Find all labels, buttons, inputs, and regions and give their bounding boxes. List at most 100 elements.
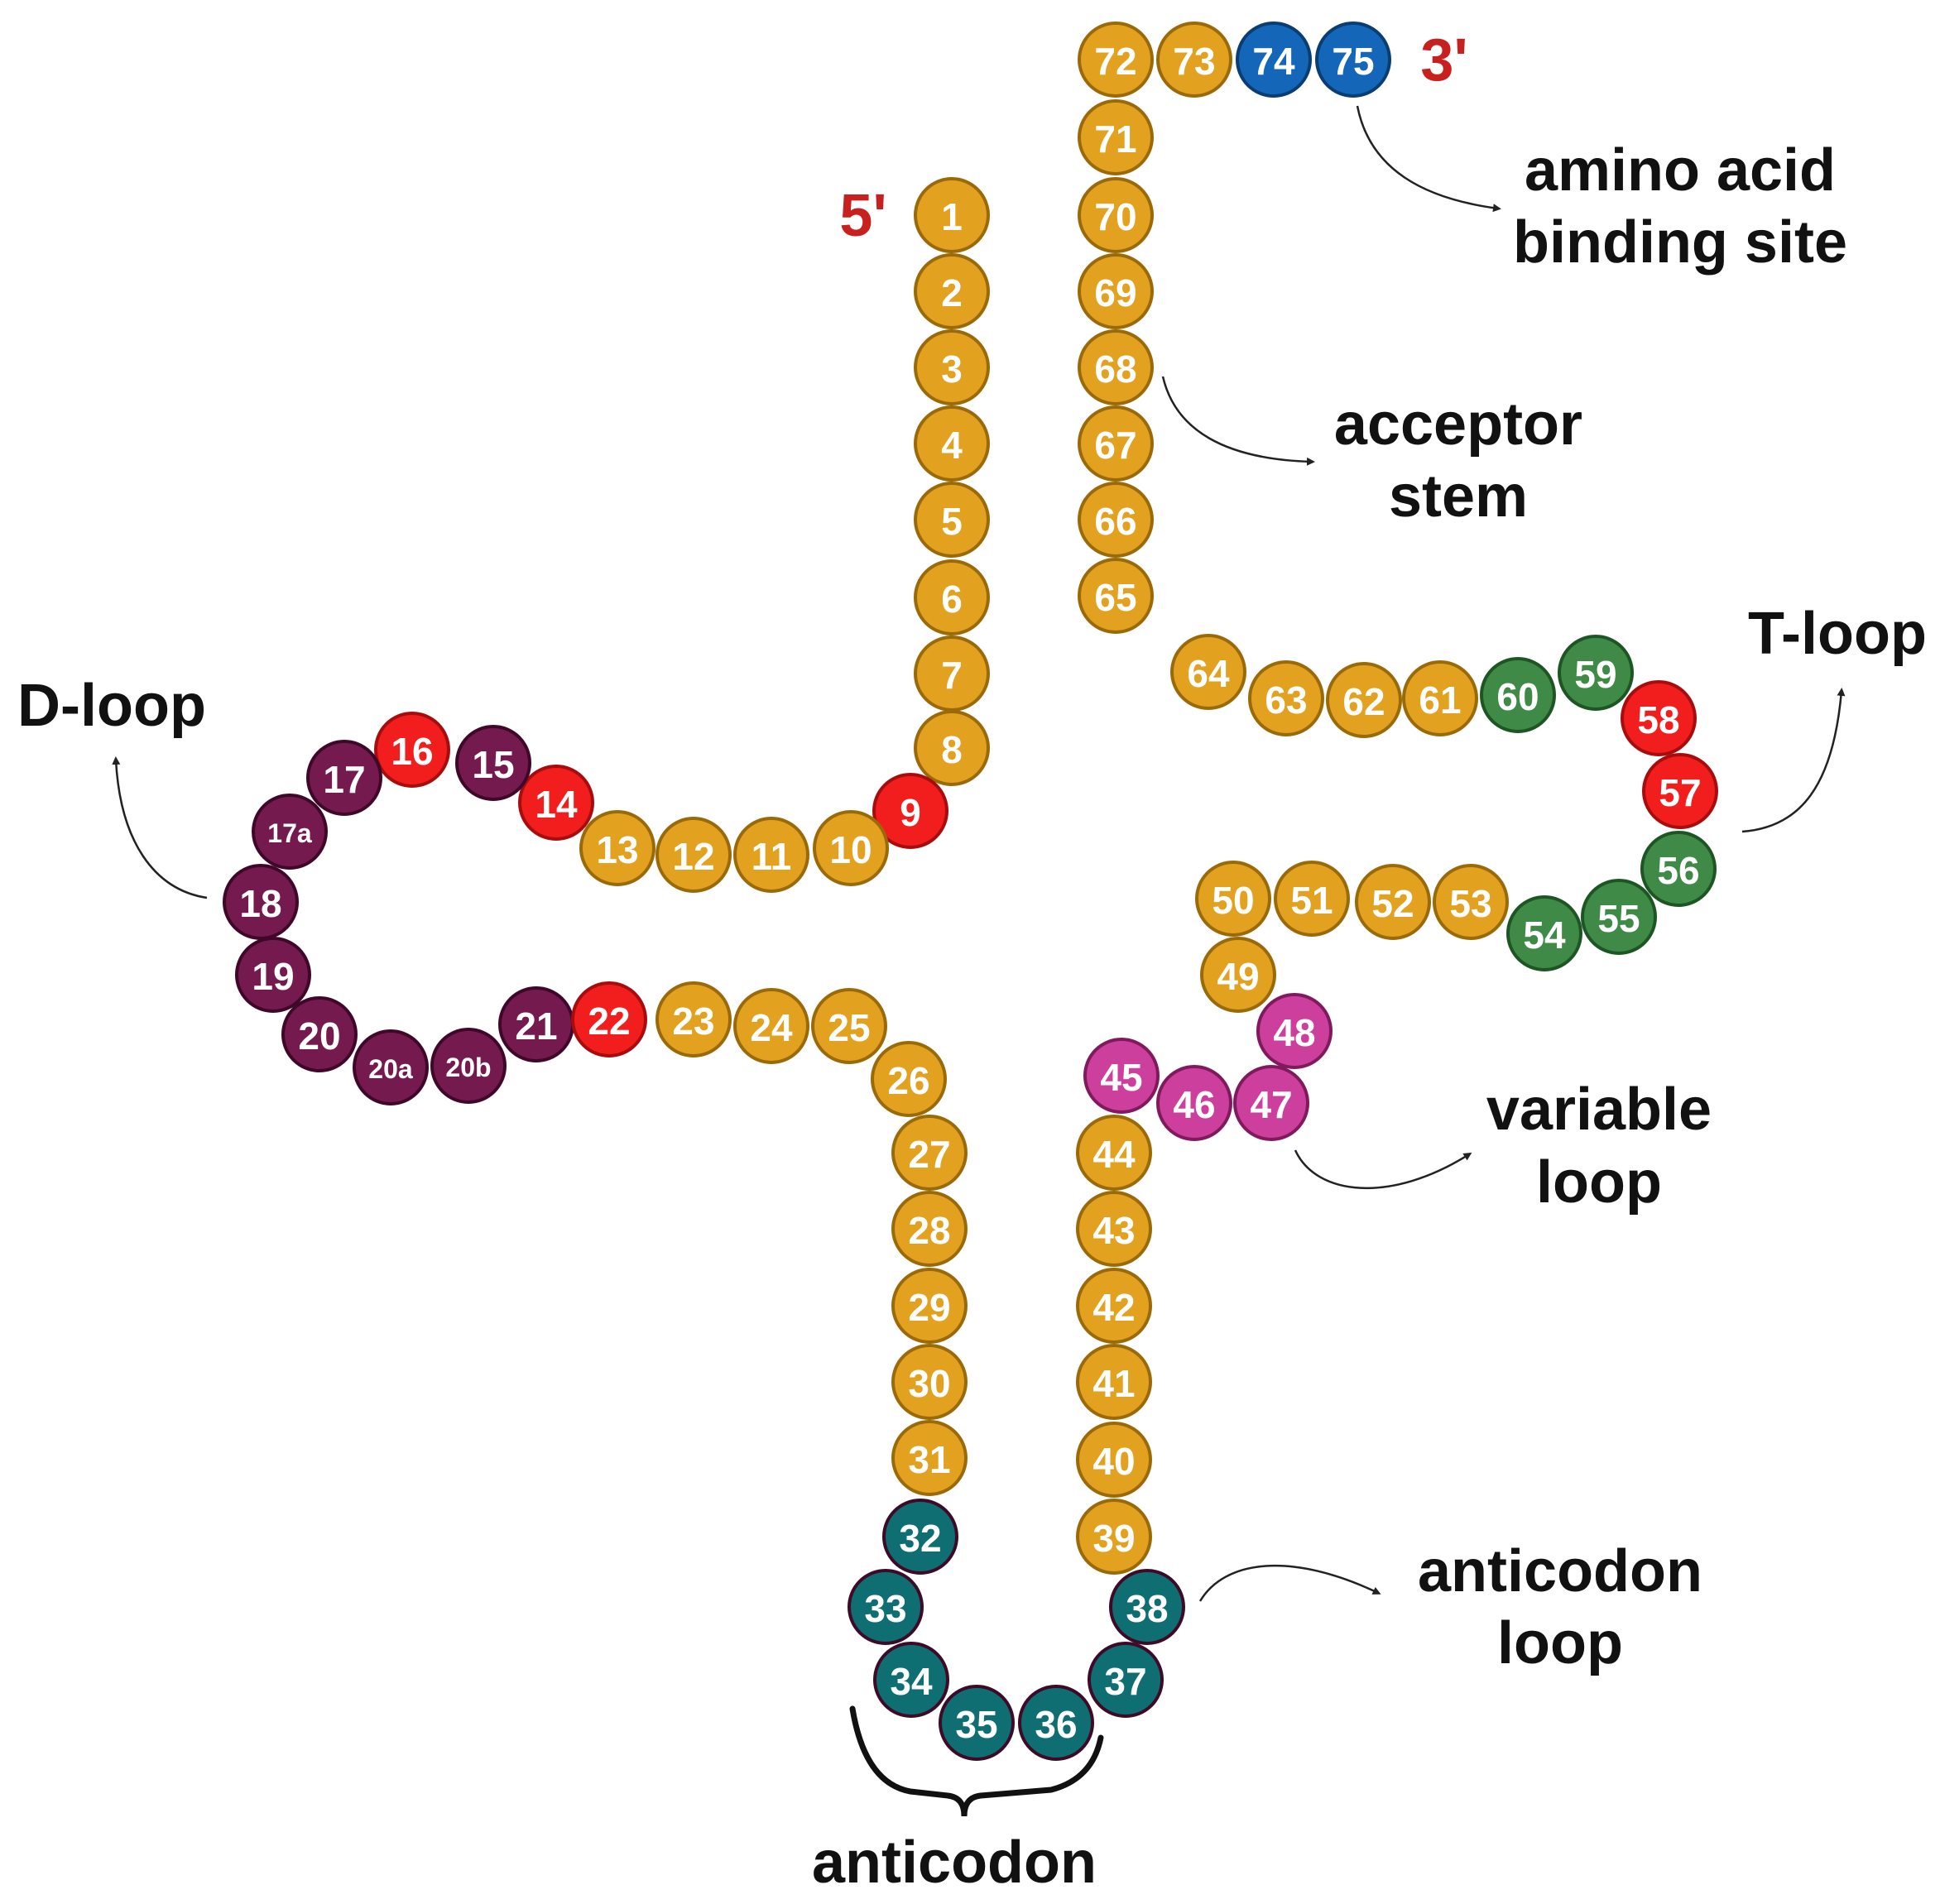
nucleotide-number: 41 xyxy=(1092,1362,1135,1405)
nucleotide-67: 67 xyxy=(1078,405,1154,482)
nucleotide-circle xyxy=(579,810,655,886)
nucleotide-19: 19 xyxy=(235,937,311,1013)
nucleotide-number: 46 xyxy=(1173,1083,1215,1126)
variable-loop-label-line1: variable xyxy=(1486,1077,1712,1143)
nucleotide-number: 55 xyxy=(1597,897,1640,940)
nucleotide-number: 16 xyxy=(391,730,433,773)
nucleotide-number: 60 xyxy=(1496,675,1539,718)
nucleotide-circle xyxy=(1248,660,1324,736)
nucleotide-number: 13 xyxy=(596,828,638,871)
nucleotide-number: 32 xyxy=(899,1517,941,1560)
nucleotide-number: 34 xyxy=(890,1660,933,1703)
nucleotide-circle xyxy=(1256,993,1333,1069)
nucleotide-circle xyxy=(1078,177,1154,253)
nucleotide-11: 11 xyxy=(733,817,809,893)
nucleotide-number: 22 xyxy=(588,1000,630,1043)
nucleotide-number: 44 xyxy=(1092,1133,1136,1176)
nucleotide-72: 72 xyxy=(1078,22,1154,98)
nucleotide-circle xyxy=(655,817,732,893)
nucleotide-circle xyxy=(455,725,531,801)
nucleotide-34: 34 xyxy=(873,1642,949,1718)
nucleotide-circle xyxy=(1170,634,1246,710)
nucleotide-number: 64 xyxy=(1187,652,1230,695)
nucleotide-52: 52 xyxy=(1355,864,1431,940)
nucleotide-circle xyxy=(914,482,990,558)
nucleotide-number: 43 xyxy=(1092,1209,1135,1252)
anticodon-loop-pointer-arrow xyxy=(1198,1564,1381,1602)
nucleotide-43: 43 xyxy=(1076,1191,1152,1267)
nucleotide-number: 54 xyxy=(1523,914,1566,957)
nucleotide-number: 31 xyxy=(908,1438,950,1481)
nucleotide-circle xyxy=(252,794,328,870)
nucleotide-circle xyxy=(1156,22,1232,98)
nucleotide-58: 58 xyxy=(1621,680,1697,756)
nucleotide-number: 5 xyxy=(941,500,963,543)
nucleotide-number: 1 xyxy=(941,195,963,238)
nucleotide-20a: 20a xyxy=(353,1029,429,1105)
nucleotide-61: 61 xyxy=(1402,660,1478,736)
nucleotide-24: 24 xyxy=(733,988,809,1064)
nucleotide-7: 7 xyxy=(914,635,990,712)
nucleotide-number: 21 xyxy=(515,1005,557,1048)
nucleotide-number: 71 xyxy=(1094,118,1136,161)
nucleotide-26: 26 xyxy=(871,1041,947,1117)
nucleotide-3: 3 xyxy=(914,329,990,405)
nucleotide-2: 2 xyxy=(914,253,990,329)
nucleotide-number: 28 xyxy=(908,1209,950,1252)
nucleotide-circle xyxy=(873,1642,949,1718)
nucleotide-circle xyxy=(1076,1191,1152,1267)
nucleotide-number: 35 xyxy=(955,1703,997,1746)
nucleotide-circle xyxy=(1621,680,1697,756)
nucleotide-57: 57 xyxy=(1642,753,1718,829)
nucleotide-59: 59 xyxy=(1558,635,1634,711)
nucleotide-number: 53 xyxy=(1449,882,1491,925)
nucleotide-number: 20 xyxy=(298,1014,340,1058)
nucleotide-64: 64 xyxy=(1170,634,1246,710)
nucleotide-number: 49 xyxy=(1217,955,1259,998)
nucleotide-circle xyxy=(1078,22,1154,98)
nucleotide-number: 57 xyxy=(1659,771,1701,814)
nucleotide-56: 56 xyxy=(1640,831,1717,907)
nucleotide-circle xyxy=(1078,99,1154,175)
nucleotide-51: 51 xyxy=(1274,861,1350,937)
nucleotide-number: 29 xyxy=(908,1286,950,1329)
nucleotide-number: 73 xyxy=(1173,40,1215,83)
nucleotide-number: 25 xyxy=(828,1006,870,1049)
nucleotide-number: 8 xyxy=(941,728,963,771)
t-loop-pointer-arrow xyxy=(1741,688,1846,833)
nucleotide-number: 6 xyxy=(941,578,963,621)
nucleotide-32: 32 xyxy=(882,1499,958,1575)
nucleotide-number: 38 xyxy=(1126,1587,1168,1630)
nucleotide-circle xyxy=(1506,895,1582,971)
acceptor-stem-label-line1: acceptor xyxy=(1334,391,1582,458)
nucleotide-circle xyxy=(1078,253,1154,329)
nucleotide-number: 10 xyxy=(829,828,872,871)
nucleotide-number: 40 xyxy=(1092,1440,1135,1483)
nucleotide-16: 16 xyxy=(374,712,450,788)
nucleotide-circle xyxy=(1642,753,1718,829)
nucleotide-number: 33 xyxy=(864,1587,906,1630)
nucleotide-38: 38 xyxy=(1109,1569,1185,1645)
variable-loop-pointer-arrow xyxy=(1294,1149,1472,1190)
nucleotide-circle xyxy=(1078,558,1154,634)
nucleotide-48: 48 xyxy=(1256,993,1333,1069)
nucleotide-number: 12 xyxy=(672,835,714,878)
anticodon-brace xyxy=(849,1705,1104,1817)
nucleotide-circle xyxy=(571,981,647,1058)
nucleotide-circle xyxy=(1195,861,1271,937)
nucleotide-circle xyxy=(914,710,990,786)
nucleotide-21: 21 xyxy=(498,986,574,1062)
nucleotide-circle xyxy=(1078,482,1154,558)
amino-acid-label-line2: binding site xyxy=(1513,209,1847,276)
nucleotide-number: 72 xyxy=(1094,40,1136,83)
acceptor-stem-pointer-arrow xyxy=(1161,376,1315,466)
nucleotide-number: 2 xyxy=(941,271,963,314)
nucleotide-circle xyxy=(1078,329,1154,405)
nucleotide-circle xyxy=(1236,22,1312,98)
nucleotide-10: 10 xyxy=(813,810,889,886)
nucleotide-number: 23 xyxy=(672,1000,714,1043)
nucleotide-75: 75 xyxy=(1315,22,1391,98)
nucleotide-number: 39 xyxy=(1092,1517,1135,1560)
nucleotide-circle xyxy=(891,1268,968,1344)
nucleotide-69: 69 xyxy=(1078,253,1154,329)
